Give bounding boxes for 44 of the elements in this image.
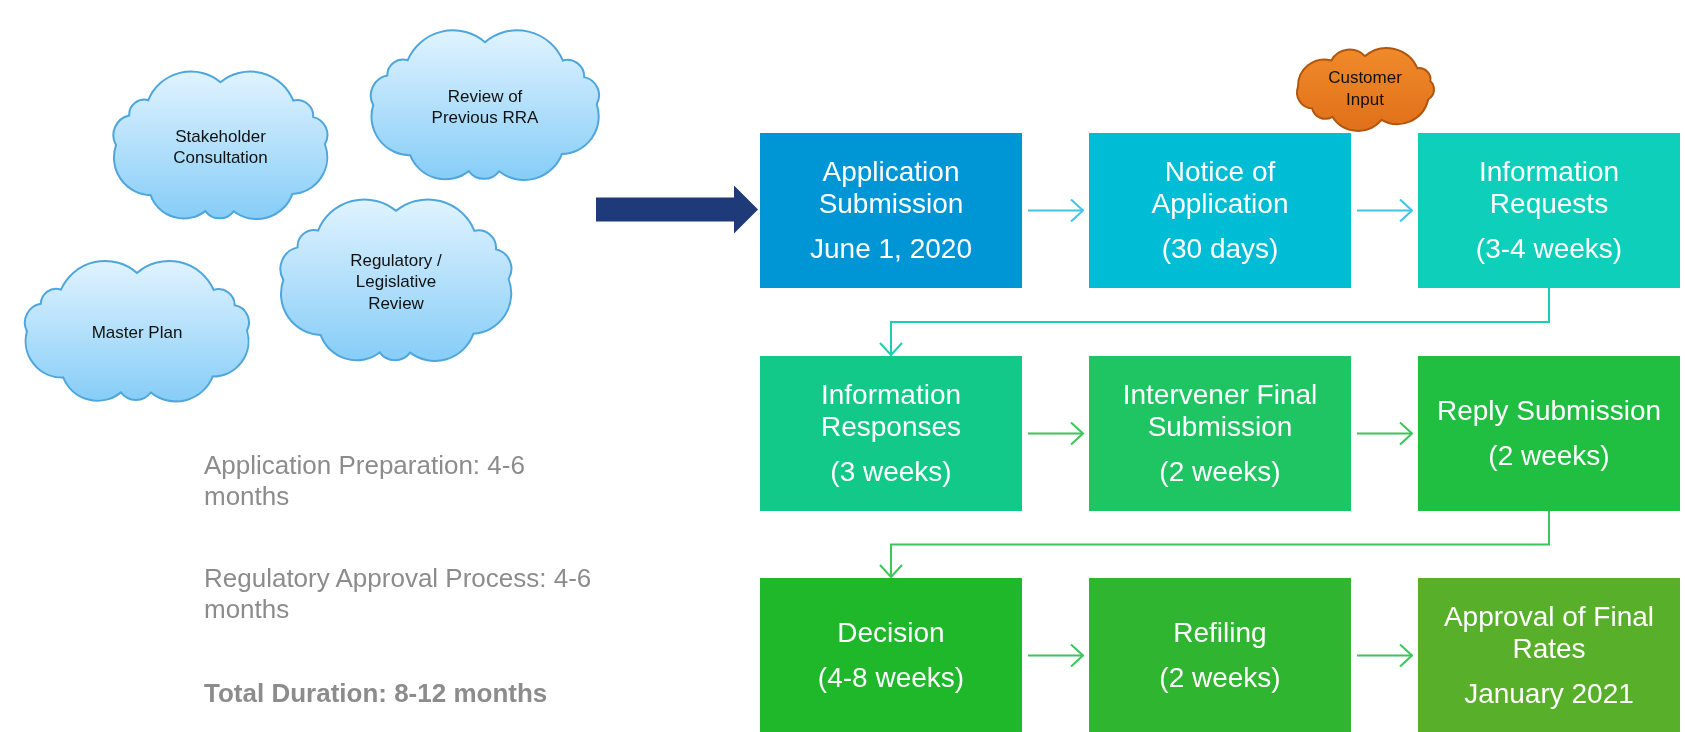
cloud-label: Customer Input <box>1327 67 1403 110</box>
process-box <box>1418 133 1680 288</box>
step-duration: (3 weeks) <box>830 455 952 488</box>
process-box <box>1089 356 1351 511</box>
arrow <box>1027 643 1084 668</box>
process-box <box>760 578 1022 732</box>
process-box <box>1089 578 1351 732</box>
step-title: Intervener Final Submission <box>1121 379 1319 444</box>
arrow <box>1027 198 1084 223</box>
arrow <box>879 510 1550 578</box>
step-duration: (4-8 weeks) <box>817 661 965 694</box>
step-title: Information Requests <box>1477 156 1621 221</box>
cloud-label: Stakeholder Consultation <box>172 125 269 169</box>
arrow <box>1356 198 1413 223</box>
step-title: Refiling <box>1173 617 1267 650</box>
duration-note: Application Preparation: 4-6 months <box>204 450 526 513</box>
process-box <box>760 133 1022 288</box>
step-duration: (2 weeks) <box>1159 455 1281 488</box>
step-duration: (2 weeks) <box>1488 439 1610 472</box>
process-box <box>1089 133 1351 288</box>
cloud-label: Master Plan <box>91 322 183 344</box>
process-box <box>760 356 1022 511</box>
step-duration: (2 weeks) <box>1159 661 1281 694</box>
step-title: Approval of Final Rates <box>1442 601 1656 666</box>
block-arrow <box>596 185 758 234</box>
step-duration: January 2021 <box>1464 677 1634 710</box>
step-title: Information Responses <box>819 379 963 444</box>
arrow <box>1356 421 1413 446</box>
step-duration: (3-4 weeks) <box>1475 232 1623 265</box>
process-box <box>1418 356 1680 511</box>
step-duration: June 1, 2020 <box>810 232 972 265</box>
process-box <box>1418 578 1680 732</box>
arrow <box>1356 643 1413 668</box>
total-note: Total Duration: 8-12 months <box>204 678 549 710</box>
step-title: Application Submission <box>817 156 965 221</box>
arrow <box>879 287 1550 356</box>
step-duration: (30 days) <box>1161 232 1279 265</box>
step-title: Reply Submission <box>1436 395 1662 428</box>
arrow <box>1027 421 1084 446</box>
step-title: Notice of Application <box>1150 156 1290 221</box>
step-title: Decision <box>837 617 945 650</box>
cloud-label: Regulatory / Legislative Review <box>349 250 443 314</box>
duration-note: Regulatory Approval Process: 4-6 months <box>204 563 593 626</box>
cloud-label: Review of Previous RRA <box>430 85 540 129</box>
